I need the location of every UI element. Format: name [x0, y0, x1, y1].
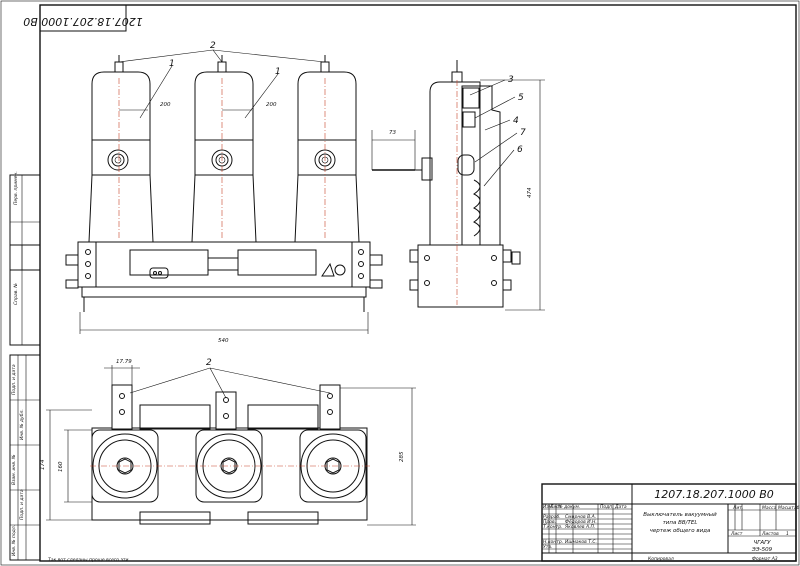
strip-orig-inv: Инв. № подл.: [11, 525, 17, 556]
stamp-code: 1207.18.207.1000 В0: [23, 15, 143, 28]
pole-right: [294, 55, 360, 243]
label-6: 6: [517, 145, 523, 155]
tb-sheets-n: 1: [786, 531, 789, 537]
dim-540: 540: [218, 338, 229, 344]
dim-73: 73: [389, 130, 396, 136]
dim-285: 285: [399, 451, 405, 462]
tb-sheets: Листов: [761, 531, 779, 537]
tb-sheet: Лист: [730, 531, 743, 537]
tb-name-razrab: Смирнов В.А.: [565, 514, 596, 520]
tb-format: Формат А3: [752, 556, 778, 562]
strip-repl-inv: Взам. инв. №: [11, 454, 17, 485]
side-base: [417, 244, 504, 308]
dim-200-b: 200: [266, 102, 277, 108]
tb-nkontr: Н.контр.: [543, 539, 563, 545]
dim-474: 474: [527, 187, 533, 198]
dim-174: 174: [40, 459, 46, 470]
rotated-stamp: 1207.18.207.1000 В0: [23, 4, 143, 32]
tb-utv: Утв.: [543, 544, 552, 550]
label-7: 7: [520, 128, 526, 138]
tb-name-prov: Фёдоров И.Н.: [565, 519, 597, 525]
tb-name-tkontr: Яковлев А.П.: [564, 524, 595, 530]
tb-org-l2: ЭЭ-509: [751, 547, 773, 553]
base-frame: [77, 241, 371, 288]
tb-mass: Масса: [762, 505, 777, 511]
tb-izm: Изм.: [543, 504, 554, 510]
pole-left: [88, 55, 154, 243]
tb-podp: Подп.: [600, 504, 614, 510]
strip-first-use: Перв. примен.: [13, 171, 19, 205]
strip-sign-date-1: Подп. и дата: [11, 364, 17, 395]
label-2-bottom: 2: [206, 358, 212, 368]
label-2-top: 2: [210, 41, 216, 51]
front-view: 2 1 1 200 200 540: [65, 41, 383, 344]
dim-160: 160: [58, 461, 64, 472]
label-3: 3: [508, 75, 514, 85]
side-view: 73 474 3 5 4 7 6: [371, 60, 545, 311]
tb-scale: Масштаб: [778, 505, 800, 511]
top-pole-middle: [195, 429, 263, 503]
title-block: Изм. Лист № докум. Подп. Дата Разраб. См…: [541, 483, 800, 562]
label-1b: 1: [275, 67, 281, 77]
side-strip: Перв. примен. Справ. № Подп. и дата Инв.…: [9, 171, 41, 561]
label-4: 4: [513, 116, 519, 126]
strip-ref-no: Справ. №: [13, 283, 19, 305]
tb-name-nkontr: Ишмаков Т.С.: [565, 539, 597, 545]
top-view: 2 17.79 285 160 174: [40, 358, 416, 526]
label-1a: 1: [169, 59, 175, 69]
tb-lit: Лит.: [732, 505, 743, 511]
tb-name-l2: типа ВВ/TEL: [663, 520, 698, 526]
dim-200-a: 200: [160, 102, 171, 108]
label-5: 5: [518, 93, 524, 103]
pole-middle: [191, 55, 257, 243]
tb-name-l3: чертеж общего вида: [650, 528, 711, 534]
tb-org-l1: ЧГАГУ: [753, 540, 771, 546]
tb-code: 1207.18.207.1000 В0: [654, 488, 774, 501]
tb-razrab: Разраб.: [543, 514, 561, 520]
tb-name-l1: Выключатель вакуумный: [643, 512, 717, 518]
strip-dup-inv: Инв. № дубл.: [19, 409, 25, 440]
bottom-note: Так вот сделаны проще всего эти: [48, 557, 129, 563]
strip-sign-date-2: Подп. и дата: [19, 489, 25, 520]
dim-17-79: 17.79: [116, 359, 132, 365]
tb-data: Дата: [614, 504, 627, 510]
tb-prov: Пров.: [543, 519, 556, 525]
tb-kopiroval: Копировал: [648, 556, 674, 562]
tb-tkontr: Т.контр.: [543, 524, 563, 530]
indicator-circle: [334, 264, 346, 276]
tb-list: Лист: [549, 504, 562, 510]
tb-ndoc: № докум.: [557, 504, 580, 510]
